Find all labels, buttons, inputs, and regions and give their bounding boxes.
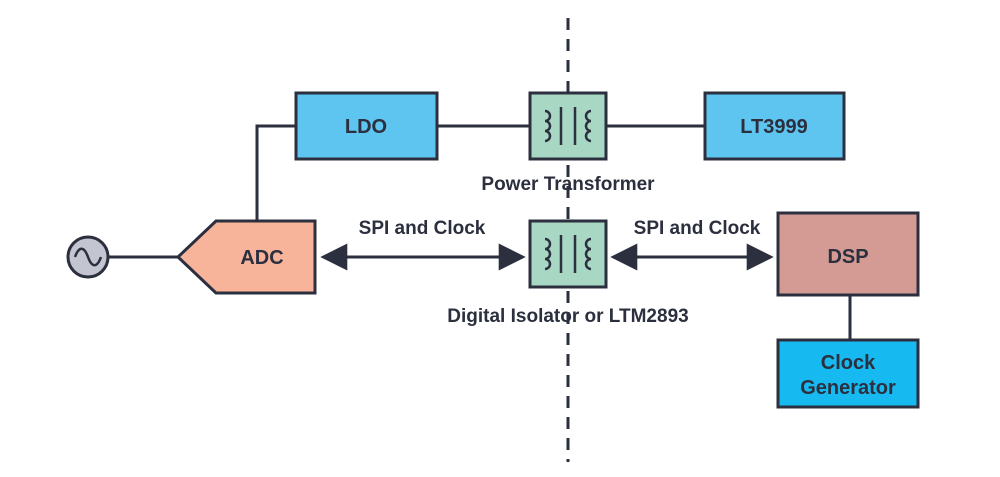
digital-isolator-caption: Digital Isolator or LTM2893	[447, 306, 688, 327]
digital-isolator-block	[528, 219, 608, 289]
ldo-label: LDO	[345, 116, 387, 138]
clock-generator-block: Clock Generator	[776, 338, 920, 409]
transformer-icon	[544, 235, 592, 273]
power-transformer-block	[528, 91, 608, 161]
transformer-icon	[544, 107, 592, 145]
adc-label: ADC	[240, 247, 283, 269]
dsp-label: DSP	[827, 246, 868, 268]
sine-wave-source-icon	[66, 235, 110, 279]
wire-adc-to-ldo	[255, 124, 296, 221]
clock-generator-label-line1: Clock	[821, 352, 876, 374]
power-transformer-caption: Power Transformer	[481, 174, 655, 195]
dsp-block: DSP	[776, 211, 920, 297]
spi-clock-label-left: SPI and Clock	[359, 218, 486, 239]
ldo-block: LDO	[294, 91, 439, 161]
lt3999-block: LT3999	[703, 91, 846, 161]
lt3999-label: LT3999	[740, 116, 807, 138]
clock-generator-label-line2: Generator	[800, 377, 896, 399]
spi-clock-label-right: SPI and Clock	[634, 218, 761, 239]
adc-block: ADC	[175, 219, 317, 295]
